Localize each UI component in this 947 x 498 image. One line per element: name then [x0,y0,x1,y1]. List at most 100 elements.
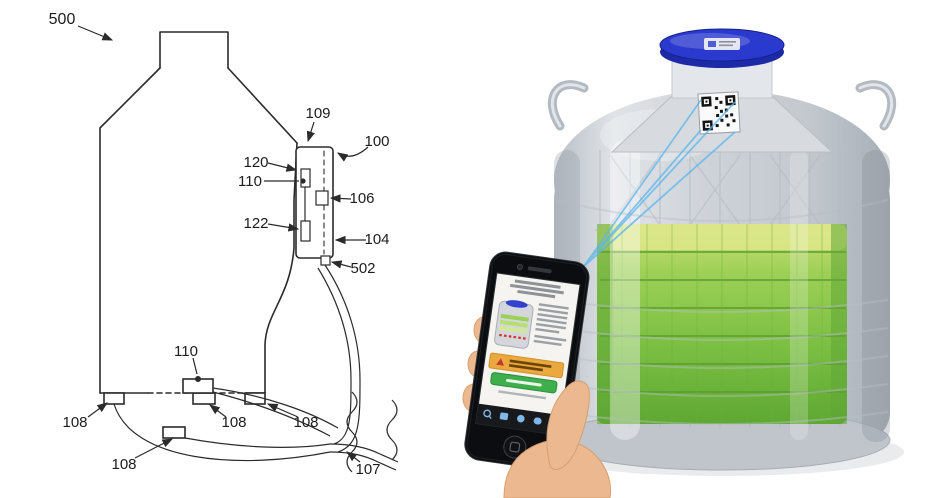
screen-header-textlines [510,279,564,299]
label-500: 500 [49,11,76,28]
interior-racks [597,224,847,424]
label-502: 502 [350,260,375,277]
sensor-module [295,146,334,266]
leader-502 [330,260,352,269]
wire-bottom-sensor-a [212,387,339,429]
qr-code [697,91,741,135]
screen-tank-thumbnail [494,300,534,349]
hose-outer [324,264,361,453]
label-108-lower: 108 [111,456,136,473]
tank-foot-mid [192,392,216,405]
interior-slats [621,224,823,424]
hose-inner [317,267,352,445]
screen-warning-banner[interactable] [488,352,565,379]
sensor-port-502 [320,255,331,266]
tank-right-shoulder [227,67,298,144]
tank-right-side [264,142,298,394]
phone-speaker [527,266,552,274]
nav-icon-1-handle [488,415,492,420]
leader-108-left [87,402,108,418]
leader-106 [329,194,352,203]
thumb-level-band [500,313,529,322]
label-108-mid: 108 [221,414,246,431]
rack-braces [609,154,821,226]
qr-modules [701,95,736,131]
warning-textline [509,359,552,368]
shade-right [862,150,890,442]
leader-122 [267,223,300,232]
label-110-bottom: 110 [174,343,198,360]
home-button-square [509,441,521,453]
screen-action-button[interactable] [490,372,558,394]
thumb-tank-lid [505,300,528,308]
nav-icon-1[interactable] [483,409,492,418]
label-120: 120 [243,154,268,171]
interior-layer-lines [600,251,846,393]
screen-side-textlines [533,303,569,346]
label-110-sensor: 110 [238,173,262,190]
scan-line [586,99,702,263]
leader-108-mid [209,404,227,418]
leader-500 [77,25,114,41]
leader-lines [77,25,369,463]
lid-label-logo [708,41,716,47]
thumb-level-band [499,319,529,328]
home-button[interactable] [502,435,527,460]
sensor-component-110 [300,168,311,188]
interior-edge-left [597,224,613,424]
lid-label-line [719,41,736,43]
interior-edge-right [831,224,847,424]
scan-line [586,101,736,263]
label-107: 107 [355,461,380,478]
lid-label-line [719,44,733,47]
label-106: 106 [349,190,374,207]
tank-lid [659,28,785,68]
label-108-left: 108 [62,414,87,431]
break-wave-left [346,391,358,473]
leader-108-lower [134,438,174,459]
thumb [546,380,590,470]
leader-100 [336,146,369,162]
leader-107 [346,451,361,463]
app-screen [475,279,569,436]
bottom-sensor [162,376,214,439]
phone-bezel [466,254,588,468]
label-108-right: 108 [293,414,318,431]
thumb-alert-dotted-line [499,333,526,340]
wire-bottom-sensor-b [212,391,331,437]
label-109: 109 [305,105,330,122]
nav-icon-3[interactable] [517,414,526,423]
sensor-component-106 [315,190,329,206]
cryo-tank-render [462,28,904,498]
shell-ribs [555,299,889,425]
break-wave-right [386,399,398,461]
highlight-left [610,140,640,440]
label-122: 122 [243,215,268,232]
handle-right-highlight [858,83,894,128]
exit-tube-b [329,443,399,463]
nav-icon-4[interactable] [533,417,542,425]
qr-scan-lines [581,99,736,269]
interior-top-band [597,224,847,250]
leader-109 [306,121,315,143]
front-camera [516,263,523,271]
label-104: 104 [364,231,389,248]
patent-drawing: 500 109 100 120 110 106 122 104 502 110 … [49,11,399,478]
hand-front [503,380,611,498]
tank-foot-left [103,392,125,405]
leader-120 [267,162,298,172]
tank-handles [547,80,897,131]
warning-bar[interactable] [488,352,565,379]
lead-dot [300,178,306,184]
highlight-right [790,150,808,440]
nav-icon-2[interactable] [499,412,509,421]
exit-tube-a [329,451,397,471]
tank-interior-green [597,224,847,424]
scan-line [581,129,702,269]
label-100: 100 [364,133,389,150]
leader-110-bottom [192,357,198,375]
button-textline [505,378,542,387]
scan-line [581,131,736,269]
wire-under-base [184,437,331,448]
